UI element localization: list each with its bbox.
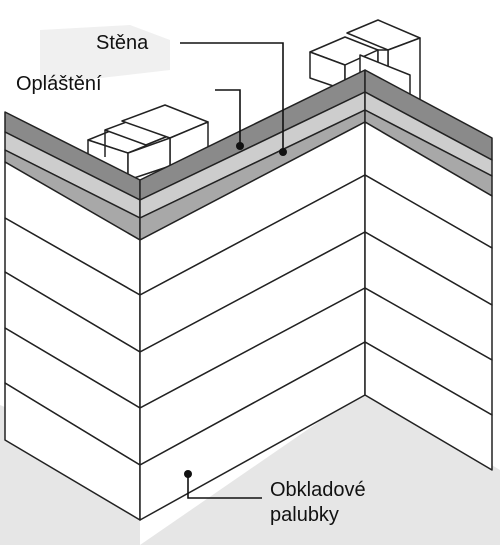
label-stena: Stěna [96, 32, 149, 54]
planks-middle-face [139, 121, 366, 521]
planks-right-face [364, 121, 493, 471]
top-shadow-left [40, 25, 170, 85]
marker-oplasteni [236, 142, 244, 150]
marker-stena [279, 148, 287, 156]
stone-blocks-left [87, 104, 209, 181]
wall-band-left [4, 111, 141, 241]
leader-oplasteni [215, 89, 241, 146]
leader-stena [180, 42, 284, 150]
label-oplasteni: Opláštění [16, 73, 102, 95]
leader-lines [180, 42, 284, 499]
marker-obkladove [184, 470, 192, 478]
label-obkladove-line2: palubky [270, 504, 339, 526]
ground-shadow-right [140, 390, 500, 545]
wall-band-right [139, 69, 493, 241]
planks-left-face [4, 161, 141, 521]
leader-obkladove [187, 476, 262, 499]
label-obkladove-line1: Obkladové [270, 479, 366, 501]
